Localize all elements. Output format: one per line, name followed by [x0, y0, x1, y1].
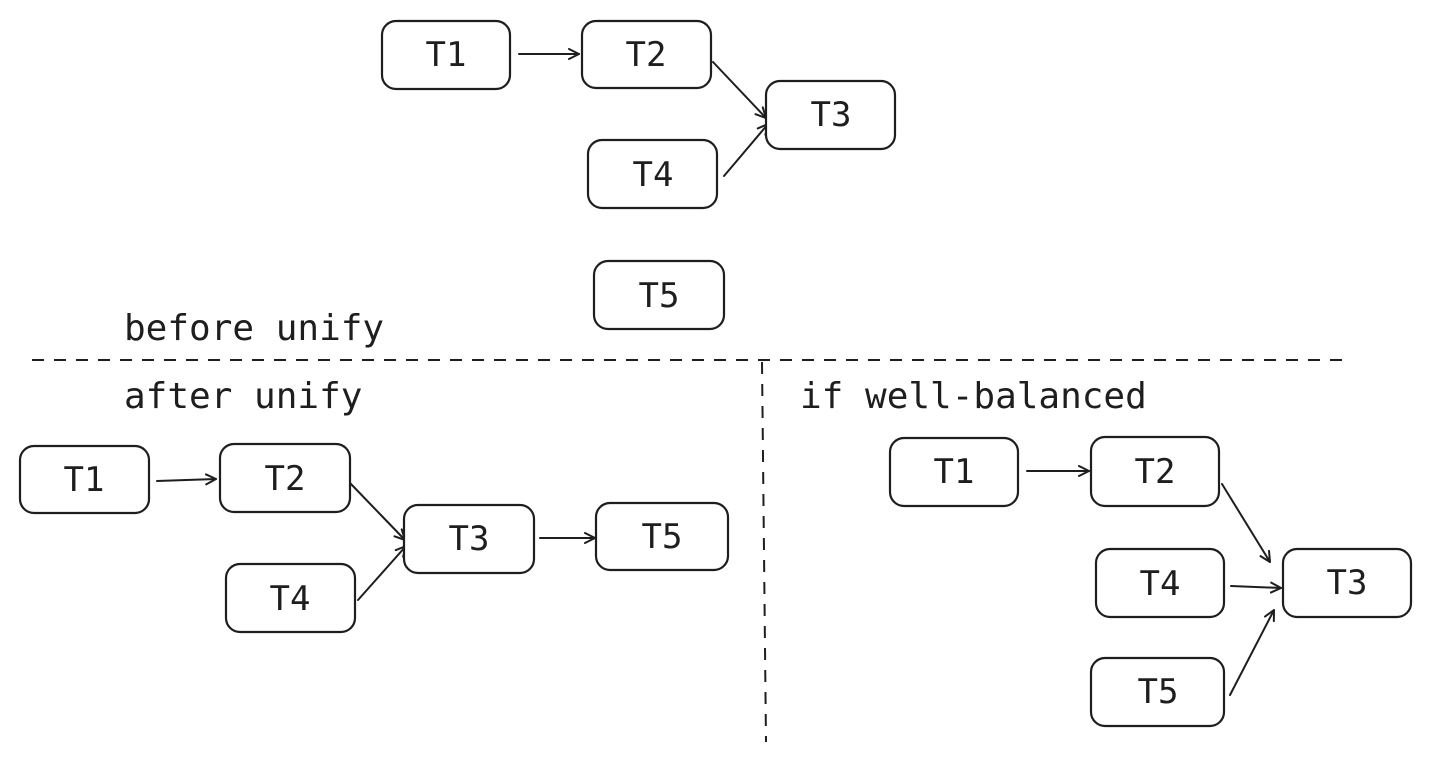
node-label: T4 [1140, 564, 1181, 604]
node-t3: T3 [1281, 547, 1413, 619]
label-if-well-balanced: if well-balanced [800, 376, 1147, 417]
node-t1: T1 [380, 19, 512, 91]
node-t3: T3 [764, 79, 897, 151]
node-t3: T3 [402, 503, 536, 575]
edge-t2-t3 [1221, 483, 1271, 563]
edge-t4-t3 [357, 545, 407, 601]
label-after-unify: after unify [124, 376, 362, 417]
node-label: T3 [449, 519, 490, 559]
edge-t5-t3 [1229, 609, 1275, 696]
node-t1: T1 [18, 444, 151, 515]
edge-t4-t3 [1230, 581, 1282, 594]
node-t2: T2 [580, 19, 713, 90]
edge-t1-t2 [156, 473, 217, 486]
node-t1: T1 [888, 436, 1020, 508]
node-t2: T2 [218, 442, 352, 514]
node-label: T5 [642, 517, 683, 557]
node-label: T1 [426, 35, 467, 75]
before-unify-graph: T1 T2 T3 T4 T5 [380, 19, 897, 331]
node-t4: T4 [586, 138, 719, 210]
edge-t2-t3 [712, 61, 767, 119]
node-label: T1 [64, 460, 105, 500]
node-label: T4 [270, 579, 311, 619]
node-t5: T5 [1089, 656, 1226, 728]
label-before-unify: before unify [124, 308, 384, 349]
node-label: T5 [639, 276, 680, 316]
node-label: T2 [1135, 452, 1176, 492]
node-t4: T4 [1094, 547, 1226, 619]
node-label: T3 [1327, 563, 1368, 603]
after-unify-graph: T1 T2 T3 T4 T5 [18, 442, 730, 634]
node-label: T1 [934, 452, 975, 492]
node-label: T4 [633, 155, 674, 195]
edge-t2-t3 [349, 482, 406, 541]
well-balanced-graph: T1 T2 T3 T4 T5 [888, 435, 1413, 728]
node-label: T2 [265, 459, 306, 499]
node-t5: T5 [592, 259, 726, 331]
node-t2: T2 [1089, 435, 1221, 508]
node-label: T3 [811, 95, 852, 135]
node-t5: T5 [594, 501, 730, 572]
node-label: T2 [626, 35, 667, 75]
vertical-divider [761, 361, 767, 743]
node-label: T5 [1138, 672, 1179, 712]
edge-t4-t3 [723, 123, 769, 177]
node-t4: T4 [224, 562, 357, 634]
